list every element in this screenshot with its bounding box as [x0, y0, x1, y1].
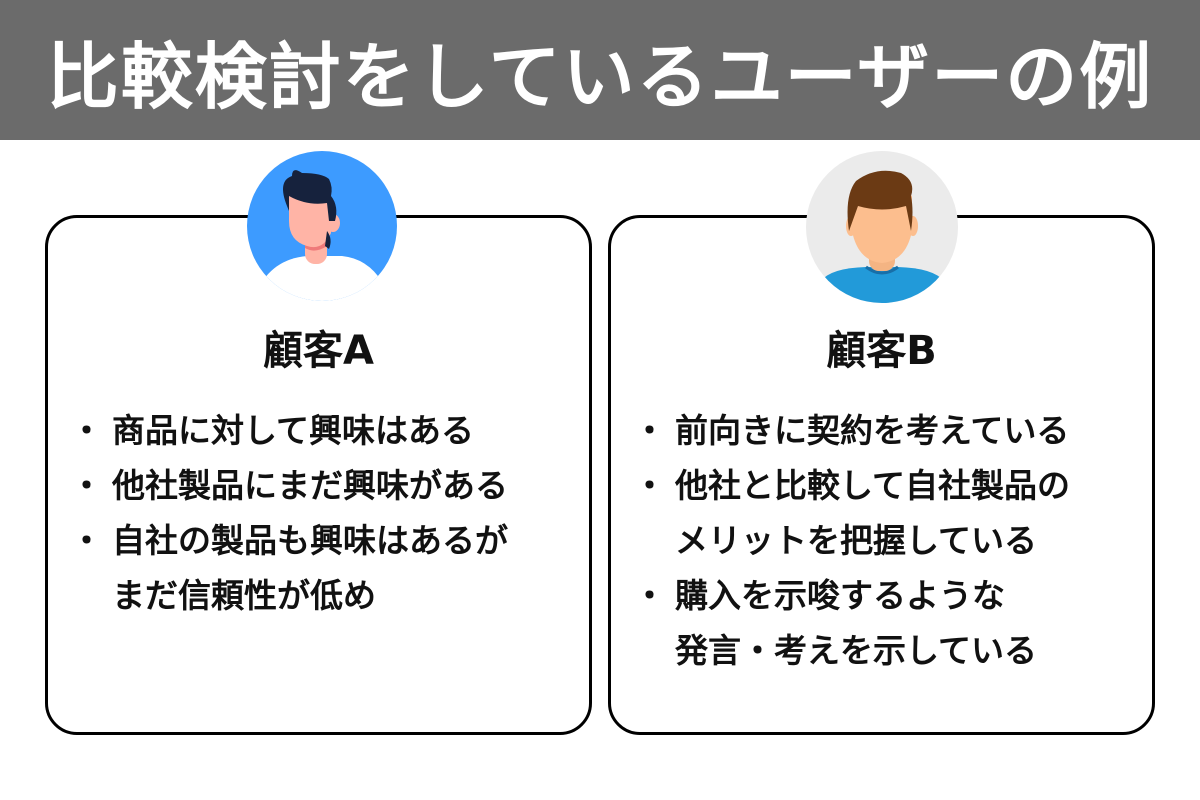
list-item-text: 購入を示唆するような: [675, 576, 1005, 615]
page-title: 比較検討をしているユーザーの例: [46, 34, 1154, 119]
customer-name: 顧客A: [263, 328, 374, 374]
list-item: 商品に対して興味はある: [70, 403, 579, 458]
list-item: 他社製品にまだ興味がある: [70, 458, 579, 513]
list-item-text: 他社と比較して自社製品の: [675, 466, 1071, 505]
male-avatar-brown-hair-icon: [806, 151, 958, 303]
list-item: 前向きに契約を考えている: [633, 403, 1142, 458]
list-item-text: 他社製品にまだ興味がある: [112, 466, 508, 505]
male-avatar-dark-hair-icon: [247, 151, 397, 301]
list-item-text: まだ信頼性が低め: [112, 576, 376, 615]
list-item-text: 前向きに契約を考えている: [675, 411, 1070, 450]
customer-card-a: 顧客A 商品に対して興味はある 他社製品にまだ興味がある 自社の製品も興味はある…: [45, 215, 592, 735]
list-item-text: 自社の製品も興味はあるが: [112, 521, 508, 560]
list-item-text: 商品に対して興味はある: [112, 411, 475, 450]
list-item-text: メリットを把握している: [675, 521, 1038, 560]
list-item-text: 発言・考えを示している: [675, 631, 1038, 670]
title-banner: 比較検討をしているユーザーの例: [0, 0, 1200, 140]
customer-points: 商品に対して興味はある 他社製品にまだ興味がある 自社の製品も興味はあるがまだ信…: [70, 403, 579, 623]
customer-name: 顧客B: [826, 328, 937, 374]
